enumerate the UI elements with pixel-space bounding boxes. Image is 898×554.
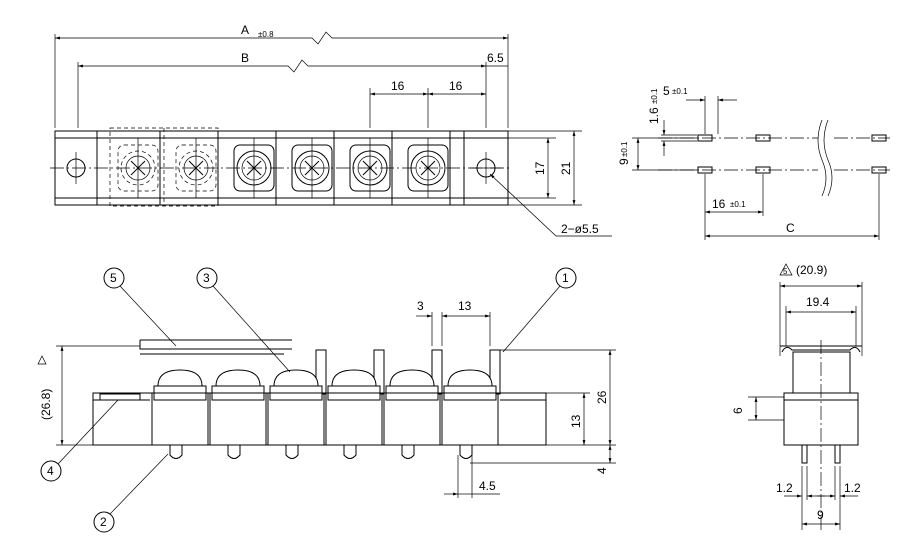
pcb-pin bbox=[459, 445, 473, 459]
top-view bbox=[50, 127, 512, 207]
terminal-cell bbox=[441, 392, 499, 446]
pitch-16-label-2: 16 bbox=[449, 79, 463, 93]
dim-13-label: 13 bbox=[569, 414, 583, 428]
pcb-pin-hole bbox=[871, 166, 887, 174]
side-labels: 5 (20.9) 19.4 6 1.2 1.2 9 bbox=[731, 263, 861, 522]
dim-20-9-label: (20.9) bbox=[796, 263, 827, 277]
dim-1-2-right-label: 1.2 bbox=[844, 481, 861, 495]
dim-26-8-label: (26.8) bbox=[39, 389, 53, 420]
pcb-pin bbox=[285, 445, 299, 459]
terminal-screw bbox=[407, 138, 449, 198]
height-21-label: 21 bbox=[559, 161, 573, 175]
row-spacing-label: 9 bbox=[617, 158, 631, 165]
screw-head-side bbox=[157, 369, 203, 387]
pcb-pin bbox=[169, 445, 183, 459]
height-17-label: 17 bbox=[533, 161, 547, 175]
terminal-screws bbox=[117, 138, 449, 198]
side-dimensions bbox=[748, 282, 863, 530]
pos-pitch-tolerance: ±0.1 bbox=[730, 200, 746, 209]
dim-26-label: 26 bbox=[595, 390, 609, 404]
front-dimensions bbox=[56, 312, 616, 498]
top-view-dimensions bbox=[54, 31, 612, 237]
note-triangle-side bbox=[779, 263, 793, 276]
top-view-labels: A ±0.8 B 6.5 16 16 17 21 2−ø5.5 bbox=[241, 23, 599, 236]
pcb-pin bbox=[227, 445, 241, 459]
pcb-pin-hole bbox=[697, 166, 713, 174]
balloon-1-label: 1 bbox=[562, 271, 569, 285]
front-terminal bbox=[325, 369, 383, 446]
screw-head-side bbox=[215, 369, 261, 387]
front-terminals bbox=[151, 369, 499, 446]
dim-b-label: B bbox=[241, 51, 249, 65]
hole-callout-label: 2−ø5.5 bbox=[561, 222, 599, 236]
pcb-pin-hole bbox=[697, 134, 713, 142]
dim-4-label: 4 bbox=[595, 467, 609, 474]
terminal-cell bbox=[325, 392, 383, 446]
pcb-pins bbox=[169, 445, 473, 459]
balloon-2-label: 2 bbox=[100, 515, 107, 529]
note-mark-label: 5 bbox=[783, 267, 788, 276]
terminal-cell bbox=[267, 392, 325, 446]
front-labels: 5 3 1 4 2 3 13 (26.8) 13 26 4 4.5 bbox=[39, 271, 609, 529]
pcb-holes bbox=[697, 134, 887, 174]
side-view bbox=[780, 340, 862, 530]
dim-3-label: 3 bbox=[417, 299, 424, 313]
front-terminal bbox=[383, 369, 441, 446]
pcb-dimensions bbox=[632, 96, 880, 240]
front-terminal bbox=[267, 369, 325, 446]
terminal-screw bbox=[291, 138, 333, 198]
terminal-screw bbox=[117, 138, 159, 198]
pos-pitch-label: 16 bbox=[712, 197, 726, 211]
pcb-pattern-view bbox=[658, 119, 890, 197]
terminal-cell bbox=[209, 392, 267, 446]
pin-pitch-label: 5 bbox=[663, 84, 670, 98]
terminal-cell bbox=[151, 392, 209, 446]
screw-head-side bbox=[389, 369, 435, 387]
front-terminal bbox=[441, 369, 499, 446]
balloon-3-label: 3 bbox=[203, 271, 210, 285]
pcb-pin-hole bbox=[755, 166, 771, 174]
dim-9-label: 9 bbox=[817, 508, 824, 522]
dim-19-4-label: 19.4 bbox=[806, 295, 830, 309]
balloon-4-label: 4 bbox=[47, 464, 54, 478]
pin-pitch-tolerance: ±0.1 bbox=[672, 87, 688, 96]
screw-head-side bbox=[447, 369, 493, 387]
dim-13-top-label: 13 bbox=[458, 299, 472, 313]
dim-6-label: 6 bbox=[731, 407, 745, 414]
pcb-pin bbox=[401, 445, 415, 459]
front-terminal bbox=[209, 369, 267, 446]
front-terminal bbox=[151, 369, 209, 446]
front-base bbox=[92, 392, 547, 446]
note-triangle-front bbox=[37, 355, 47, 365]
label-plate bbox=[99, 393, 141, 401]
dim-6-5-label: 6.5 bbox=[487, 51, 504, 65]
screw-head-side bbox=[273, 369, 319, 387]
row-spacing-tolerance: ±0.1 bbox=[620, 141, 629, 157]
dim-c-label: C bbox=[786, 221, 795, 235]
terminal-screw bbox=[233, 138, 275, 198]
dim-a-label: A bbox=[241, 23, 249, 37]
pin-size-label: 1.6 bbox=[647, 107, 661, 124]
pcb-labels: 5 ±0.1 1.6 ±0.1 9 ±0.1 16 ±0.1 C bbox=[617, 84, 795, 235]
dim-a-tolerance: ±0.8 bbox=[258, 30, 274, 39]
pin-size-tolerance: ±0.1 bbox=[650, 88, 659, 104]
balloons bbox=[40, 267, 577, 533]
pcb-pin bbox=[343, 445, 357, 459]
screw-head-side bbox=[331, 369, 377, 387]
dim-4-5-label: 4.5 bbox=[479, 479, 496, 493]
pitch-16-label: 16 bbox=[391, 79, 405, 93]
pcb-pin-hole bbox=[871, 134, 887, 142]
terminal-screw bbox=[349, 138, 391, 198]
dim-1-2-left-label: 1.2 bbox=[776, 481, 793, 495]
pcb-pin-hole bbox=[755, 134, 771, 142]
terminal-screw bbox=[175, 138, 217, 198]
terminal-cell bbox=[383, 392, 441, 446]
balloon-5-label: 5 bbox=[110, 271, 117, 285]
